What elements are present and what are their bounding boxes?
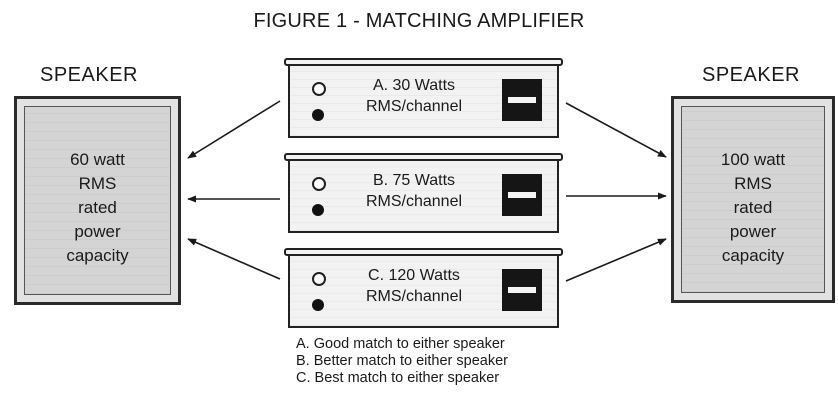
amplifier-a: A. 30 Watts RMS/channel	[284, 58, 563, 138]
amplifier-rating: A. 30 Watts RMS/channel	[354, 75, 474, 117]
power-indicator-icon	[312, 177, 326, 191]
amplifier-watts: A. 30 Watts	[372, 77, 456, 94]
knob-icon	[312, 204, 324, 216]
display-panel-icon	[502, 269, 542, 311]
left-speaker-line: rated	[78, 198, 117, 217]
left-speaker-box: 60 watt RMS rated power capacity	[14, 96, 181, 305]
amplifier-lid	[284, 153, 563, 161]
amplifier-rating: B. 75 Watts RMS/channel	[354, 170, 474, 212]
amplifier-unit: RMS/channel	[365, 98, 463, 115]
amplifier-lid	[284, 248, 563, 256]
power-indicator-icon	[312, 82, 326, 96]
arrow-a-to-left-speaker	[187, 100, 281, 159]
knob-icon	[312, 299, 324, 311]
amplifier-watts: C. 120 Watts	[368, 267, 460, 284]
note-item: C. Best match to either speaker	[296, 370, 500, 386]
knob-icon	[312, 109, 324, 121]
amplifier-b: B. 75 Watts RMS/channel	[284, 153, 563, 233]
match-notes: A. Good match to either speaker B. Bette…	[296, 336, 508, 387]
right-speaker-line: RMS	[734, 174, 772, 193]
amplifier-lid	[284, 58, 563, 66]
right-speaker-box: 100 watt RMS rated power capacity	[671, 96, 835, 303]
amplifier-front-panel: A. 30 Watts RMS/channel	[288, 66, 559, 138]
left-speaker-rating: 60 watt RMS rated power capacity	[25, 148, 170, 268]
amplifier-c: C. 120 Watts RMS/channel	[284, 248, 563, 328]
power-indicator-icon	[312, 272, 326, 286]
arrow-c-to-left-speaker	[187, 238, 281, 280]
right-speaker-rating: 100 watt RMS rated power capacity	[682, 148, 824, 268]
right-speaker-line: rated	[733, 198, 773, 217]
right-speaker-line: 100 watt	[720, 150, 786, 169]
right-speaker-line: power	[729, 222, 777, 241]
amplifier-front-panel: C. 120 Watts RMS/channel	[288, 256, 559, 328]
left-speaker-line: capacity	[66, 246, 129, 265]
amplifier-front-panel: B. 75 Watts RMS/channel	[288, 161, 559, 233]
amplifier-unit: RMS/channel	[365, 193, 463, 210]
note-item: B. Better match to either speaker	[296, 353, 508, 369]
display-panel-icon	[502, 174, 542, 216]
arrow-a-to-right-speaker	[565, 102, 667, 158]
right-speaker-line: capacity	[721, 246, 785, 265]
amplifier-rating: C. 120 Watts RMS/channel	[354, 265, 474, 307]
left-speaker-grille: 60 watt RMS rated power capacity	[24, 106, 171, 295]
left-speaker-label: SPEAKER	[40, 64, 138, 86]
amplifier-unit: RMS/channel	[365, 288, 463, 305]
left-speaker-line: RMS	[78, 174, 117, 193]
arrow-c-to-right-speaker	[565, 238, 667, 282]
note-item: A. Good match to either speaker	[296, 336, 505, 352]
left-speaker-line: 60 watt	[70, 150, 125, 169]
amplifier-watts: B. 75 Watts	[372, 172, 456, 189]
right-speaker-grille: 100 watt RMS rated power capacity	[681, 106, 825, 293]
left-speaker-line: power	[74, 222, 121, 241]
figure-title: FIGURE 1 - MATCHING AMPLIFIER	[253, 10, 585, 32]
right-speaker-label: SPEAKER	[702, 64, 800, 86]
display-panel-icon	[502, 79, 542, 121]
